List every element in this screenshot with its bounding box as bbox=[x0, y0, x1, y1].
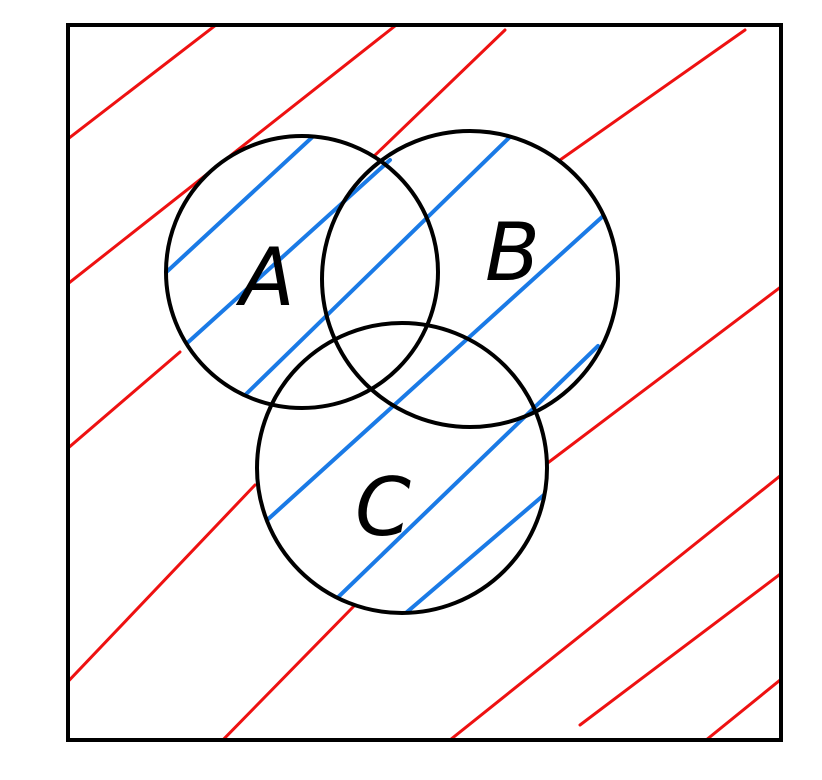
set-b-label: B bbox=[485, 206, 540, 299]
set-a-label: A bbox=[235, 231, 295, 324]
sets-hatching bbox=[166, 131, 614, 613]
set-a-circle bbox=[164, 134, 440, 410]
universe-rectangle bbox=[66, 23, 783, 742]
set-c-label: C bbox=[355, 461, 411, 554]
complement-hatching bbox=[68, 25, 781, 740]
set-b-circle bbox=[320, 129, 620, 429]
set-c-circle bbox=[255, 321, 549, 615]
